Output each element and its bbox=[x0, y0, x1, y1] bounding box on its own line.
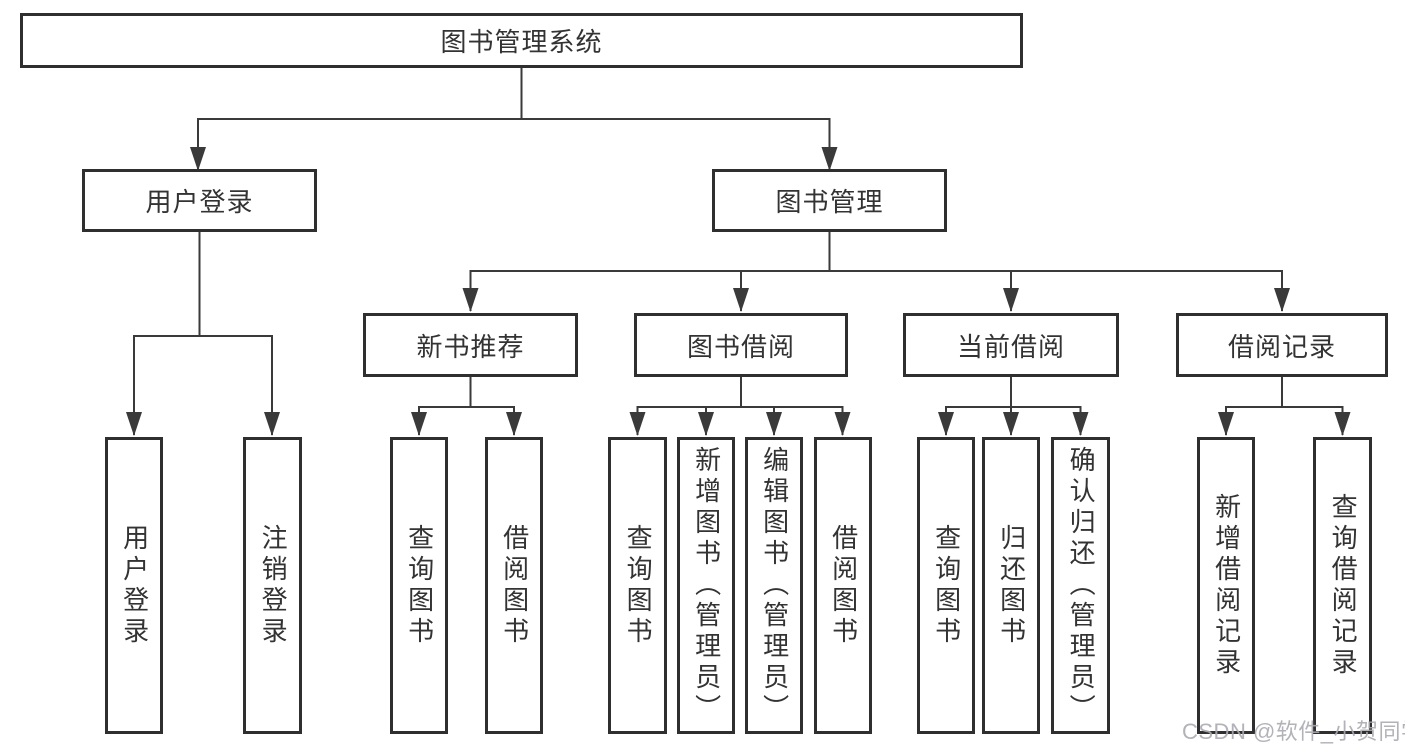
leaf-label: 查询图书 bbox=[931, 523, 962, 648]
node-book-management: 图书管理 bbox=[712, 169, 947, 232]
leaf-label: 确认归还（管理员） bbox=[1066, 446, 1097, 725]
leaf-add-books-admin: 新增图书（管理员） bbox=[677, 437, 735, 734]
node-root-label: 图书管理系统 bbox=[440, 27, 603, 57]
node-book-management-label: 图书管理 bbox=[775, 187, 884, 217]
leaf-edit-books-admin: 编辑图书（管理员） bbox=[745, 437, 803, 734]
leaf-add-borrow-record: 新增借阅记录 bbox=[1197, 437, 1255, 734]
leaf-borrow-books: 借阅图书 bbox=[814, 437, 872, 734]
leaf-label: 借阅图书 bbox=[499, 523, 530, 648]
leaf-query-borrow-record: 查询借阅记录 bbox=[1313, 437, 1372, 734]
leaf-label: 新增图书（管理员） bbox=[691, 446, 722, 725]
watermark: CSDN @软件_小贺同学 bbox=[1182, 719, 1405, 744]
leaf-return-books: 归还图书 bbox=[982, 437, 1040, 734]
node-new-book-recommend-label: 新书推荐 bbox=[416, 331, 525, 362]
leaf-label: 查询图书 bbox=[404, 523, 435, 648]
node-new-book-recommend: 新书推荐 bbox=[363, 313, 578, 377]
leaf-confirm-return-admin: 确认归还（管理员） bbox=[1051, 437, 1110, 734]
node-user-login: 用户登录 bbox=[82, 169, 317, 232]
leaf-query-books-recommend: 查询图书 bbox=[390, 437, 448, 734]
node-user-login-label: 用户登录 bbox=[145, 187, 254, 217]
leaf-label: 查询借阅记录 bbox=[1328, 492, 1359, 679]
leaf-borrow-books-recommend: 借阅图书 bbox=[485, 437, 543, 734]
node-book-borrow: 图书借阅 bbox=[634, 313, 848, 377]
node-borrow-records-label: 借阅记录 bbox=[1227, 331, 1336, 362]
leaf-label: 查询图书 bbox=[623, 523, 654, 648]
leaf-label: 借阅图书 bbox=[828, 523, 859, 648]
leaf-logout-login-label: 注销登录 bbox=[258, 523, 289, 648]
node-current-borrow-label: 当前借阅 bbox=[956, 331, 1065, 362]
node-borrow-records: 借阅记录 bbox=[1176, 313, 1388, 377]
leaf-label: 归还图书 bbox=[996, 523, 1027, 648]
leaf-label: 新增借阅记录 bbox=[1211, 492, 1242, 679]
leaf-logout-login: 注销登录 bbox=[243, 437, 302, 734]
leaf-label: 编辑图书（管理员） bbox=[759, 446, 790, 725]
leaf-query-books-current: 查询图书 bbox=[917, 437, 975, 734]
leaf-query-books-borrow: 查询图书 bbox=[608, 437, 667, 734]
leaf-user-login-label: 用户登录 bbox=[119, 523, 150, 648]
node-root: 图书管理系统 bbox=[20, 13, 1023, 68]
node-current-borrow: 当前借阅 bbox=[903, 313, 1119, 377]
node-book-borrow-label: 图书借阅 bbox=[686, 331, 795, 362]
leaf-user-login: 用户登录 bbox=[105, 437, 163, 734]
